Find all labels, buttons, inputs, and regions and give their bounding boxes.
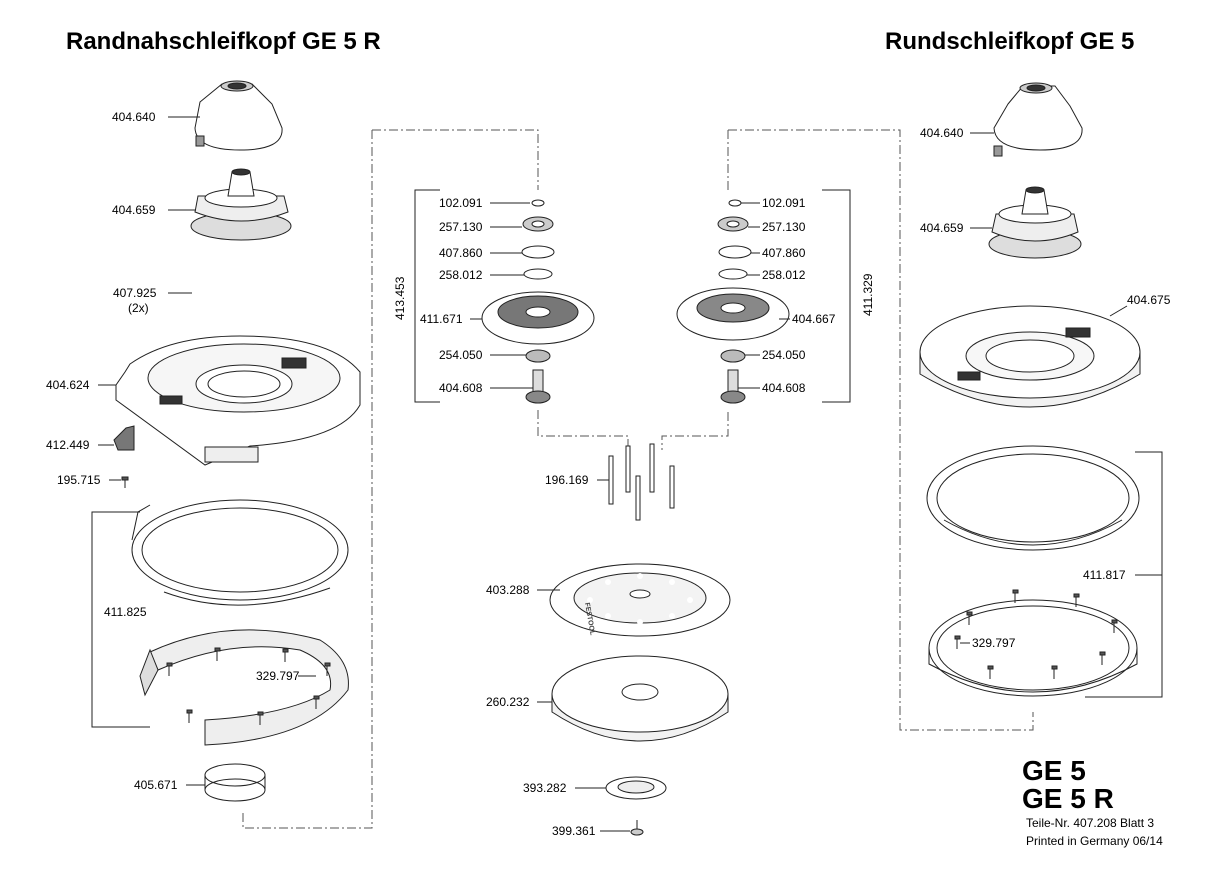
title-left: Randnahschleifkopf GE 5 R [66,28,381,55]
part-411817-ring-right [926,445,1140,551]
label-257130-c: 257.130 [439,220,483,234]
label-329797-right: 329.797 [972,636,1016,650]
label-254050-d: 254.050 [762,348,806,362]
part-404624-left [115,335,361,466]
label-404608-c: 404.608 [439,381,483,395]
footer-part-number: Teile-Nr. 407.208 Blatt 3 [1026,816,1155,830]
stack-413453 [481,199,595,404]
label-411817: 411.817 [1083,568,1126,582]
label-411671: 411.671 [420,312,463,326]
model-ge5r: GE 5 R [1022,783,1114,814]
part-404659-left [190,168,292,241]
part-411825-ring-left [131,499,349,606]
label-404675: 404.675 [1127,293,1171,307]
label-407860-c: 407.860 [439,246,483,260]
label-404659-left: 404.659 [112,203,156,217]
label-411825: 411.825 [104,605,147,619]
part-404675 [919,305,1141,408]
label-404640-right: 404.640 [920,126,964,140]
part-411825-band-left [139,629,349,746]
part-260232 [551,655,729,742]
label-258012-d: 258.012 [762,268,806,282]
label-258012-c: 258.012 [439,268,483,282]
label-404608-d: 404.608 [762,381,806,395]
label-399361: 399.361 [552,824,596,838]
label-403288: 403.288 [486,583,530,597]
label-196169: 196.169 [545,473,589,487]
stack-411329 [676,199,790,404]
label-404624: 404.624 [46,378,90,392]
assembly-lines [242,129,1034,829]
leader-lines [98,116,1162,832]
pins-329797-left [166,647,331,725]
part-393282 [605,776,667,800]
label-260232: 260.232 [486,695,530,709]
part-403288 [549,563,731,637]
label-411329: 411.329 [861,273,875,316]
part-404640-right [993,82,1083,157]
label-404659-right: 404.659 [920,221,964,235]
model-ge5: GE 5 [1022,755,1086,786]
label-407925: 407.925 [113,286,157,300]
label-407925-qty: (2x) [128,301,149,315]
label-393282: 393.282 [523,781,567,795]
label-413453: 413.453 [393,276,407,320]
label-102091-d: 102.091 [762,196,806,210]
label-102091-c: 102.091 [439,196,483,210]
footer-printed: Printed in Germany 06/14 [1026,834,1163,848]
part-195715 [121,476,129,488]
label-412449: 412.449 [46,438,90,452]
label-254050-c: 254.050 [439,348,483,362]
label-195715: 195.715 [57,473,101,487]
title-right: Rundschleifkopf GE 5 [885,28,1135,55]
part-411817-band-right [928,599,1138,697]
label-407860-d: 407.860 [762,246,806,260]
pins-329797-right [954,589,1118,679]
part-399361 [630,820,644,836]
label-404640-left: 404.640 [112,110,156,124]
label-405671: 405.671 [134,778,178,792]
screws-196169 [608,443,675,521]
label-257130-d: 257.130 [762,220,806,234]
part-405671 [204,763,266,802]
label-404667: 404.667 [792,312,836,326]
label-329797-left: 329.797 [256,669,300,683]
part-407925-left [192,270,288,310]
part-404640-left [194,80,283,151]
part-404659-right [988,186,1082,259]
part-412449 [113,425,135,451]
